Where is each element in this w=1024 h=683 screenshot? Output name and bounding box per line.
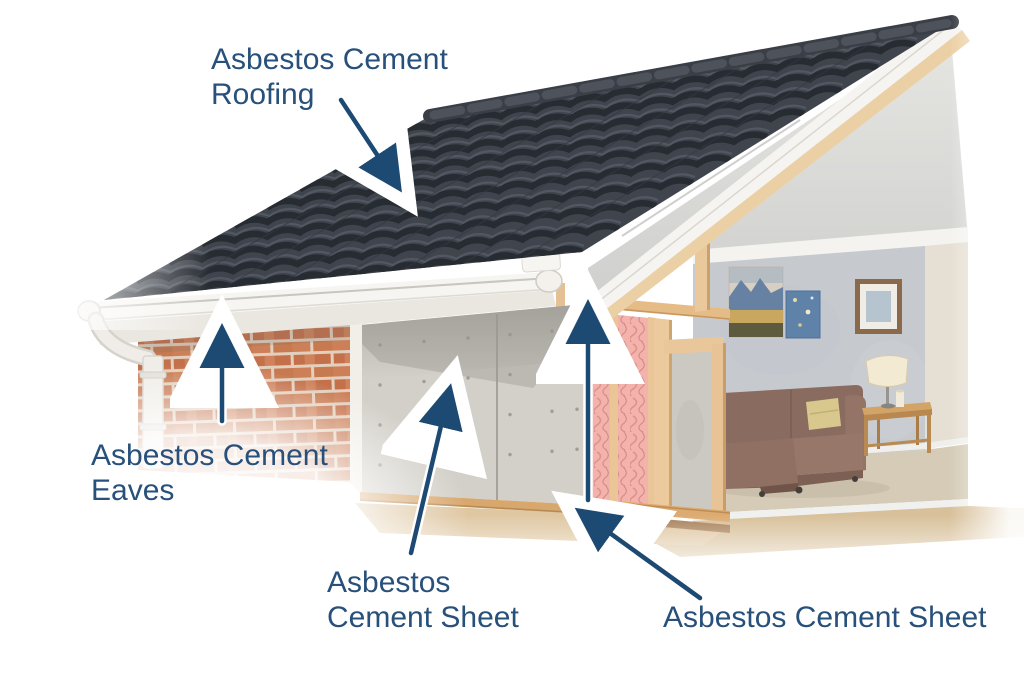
insulation-batt (618, 315, 652, 508)
label-asbestos-cement-eaves: Asbestos Cement Eaves (91, 438, 328, 508)
label-line: Eaves (91, 474, 175, 507)
timber-rail (664, 337, 724, 354)
barge-board (586, 16, 962, 314)
timber-stud (610, 311, 618, 504)
arrow-roofing (341, 100, 397, 185)
canvas-painting-abstract (785, 290, 821, 339)
label-line: Asbestos Cement (91, 439, 328, 472)
table-lamp (865, 355, 909, 409)
ridge-capping (423, 15, 959, 123)
gutter-end-cap (535, 269, 563, 293)
side-table (862, 402, 932, 456)
candle (896, 389, 904, 407)
roof-verge (586, 16, 970, 322)
insulation-batt (590, 310, 612, 502)
label-asbestos-cement-sheet-base: Asbestos Cement Sheet (663, 600, 987, 635)
arrow-sheet-base (582, 513, 705, 603)
sofa (723, 385, 866, 497)
label-asbestos-cement-sheet-wall: Asbestos Cement Sheet (327, 565, 519, 635)
timber-stud (712, 343, 726, 516)
label-line: Asbestos (327, 566, 451, 599)
ceiling-cornice (693, 227, 968, 267)
canvas-painting-landscape (728, 266, 784, 338)
verge-batten (600, 30, 970, 322)
label-line: Asbestos Cement Sheet (663, 601, 987, 634)
label-line: Cement Sheet (327, 601, 519, 634)
label-line: Asbestos Cement (211, 43, 448, 76)
timber-post (654, 318, 672, 513)
throw-pillow (806, 398, 841, 430)
label-asbestos-cement-roofing: Asbestos Cement Roofing (211, 42, 448, 112)
framed-picture (855, 279, 902, 334)
arrow-sheet-wall (411, 392, 449, 558)
label-line: Roofing (211, 78, 315, 111)
